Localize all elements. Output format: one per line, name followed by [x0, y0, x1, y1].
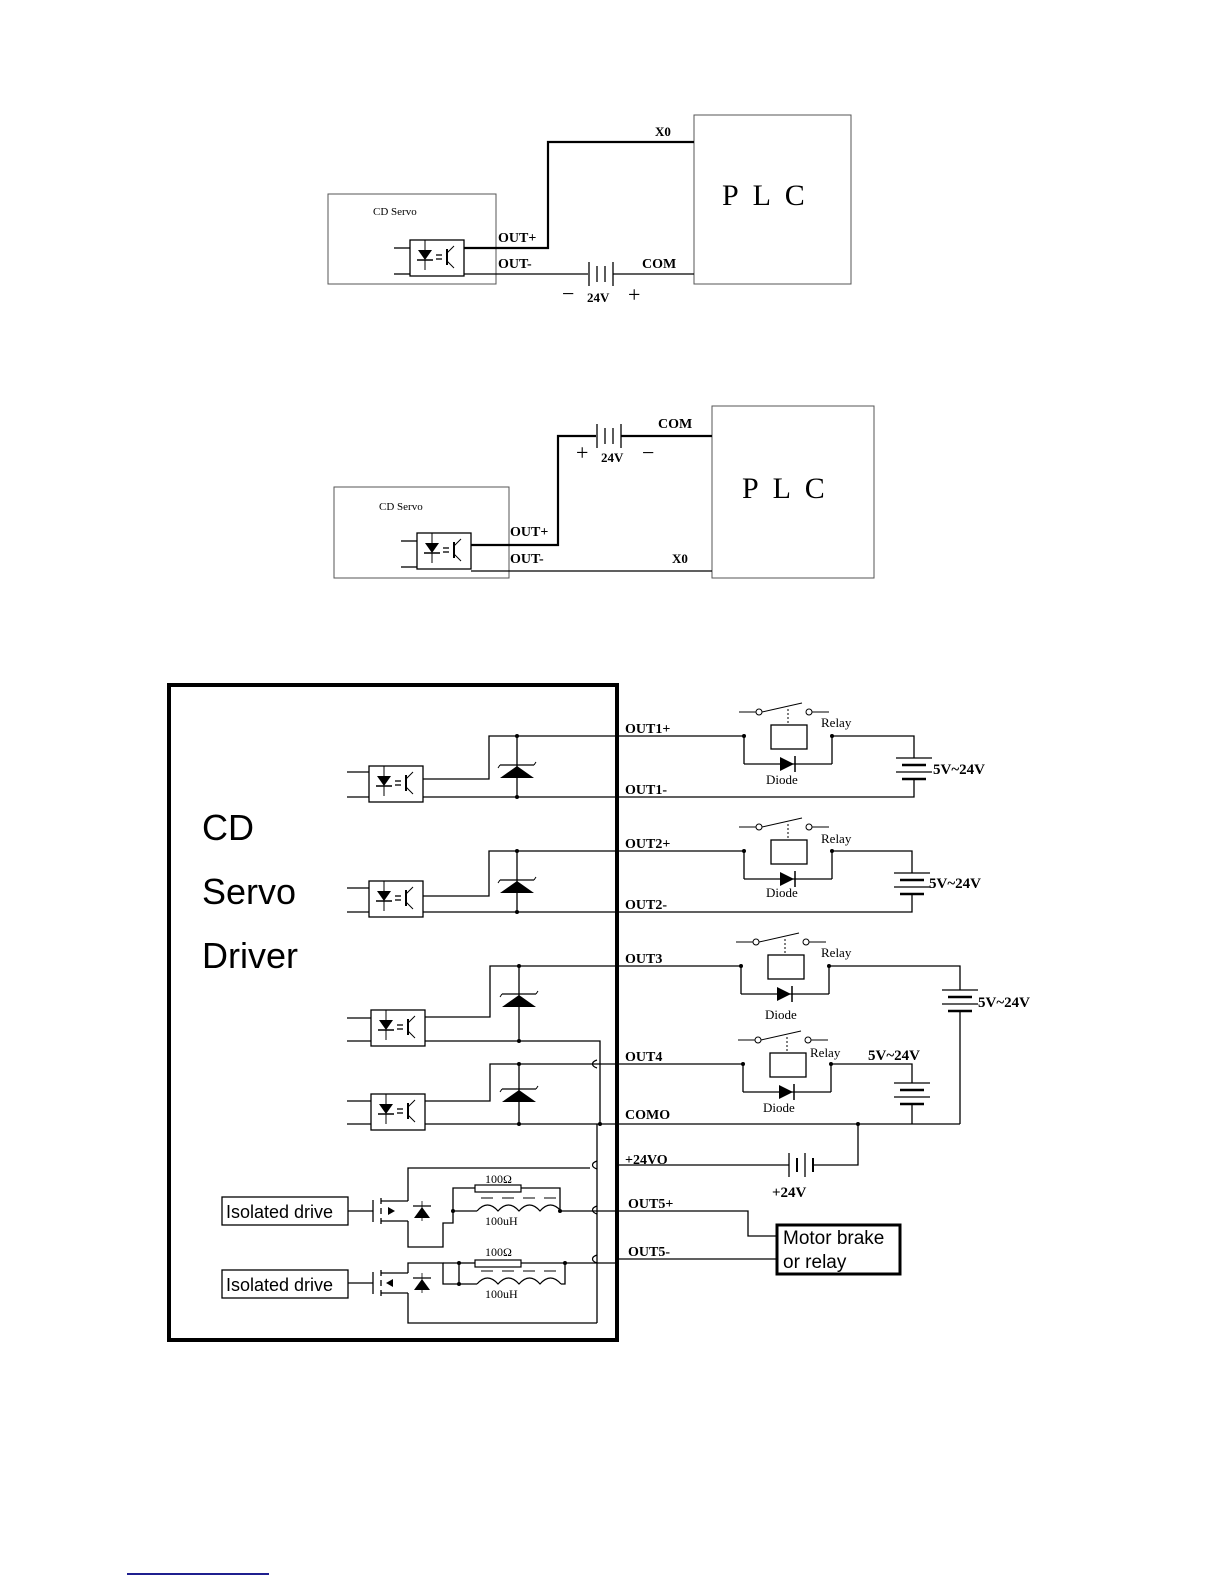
relay-label: Relay [821, 945, 852, 960]
plc-label: P L C [722, 179, 805, 212]
optocoupler-icon [409, 239, 465, 277]
relay-with-diode-icon [738, 702, 835, 773]
supply-voltage-label: 5V~24V [929, 876, 981, 892]
com-label: COM [658, 417, 692, 432]
x0-label: X0 [672, 551, 688, 566]
driver-title-line3: Driver [202, 935, 298, 976]
plc-box [711, 405, 875, 579]
channel-out5-minus: Isolated drive 100Ω 100uH [221, 1245, 617, 1324]
battery-plus-sign: + [628, 282, 640, 307]
out-minus-label: OUT- [498, 257, 532, 272]
plc-label: P L C [742, 472, 825, 505]
battery-icon [940, 988, 980, 1013]
diode-label: Diode [766, 885, 798, 900]
terminal-24vo: +24VO [625, 1153, 668, 1168]
channel-out3 [347, 964, 617, 1123]
relay-with-diode-icon [735, 932, 832, 1003]
resistor-icon [474, 1259, 522, 1268]
isolated-drive-box [221, 1196, 349, 1226]
diagram-pnp-sourcing: CD Servo P L C OUT+ OUT- X0 COM + 24V − [333, 405, 875, 579]
terminal-out3: OUT3 [625, 952, 662, 967]
diode-label: Diode [766, 772, 798, 787]
battery-icon [892, 871, 932, 896]
terminal-out1-plus: OUT1+ [625, 722, 670, 737]
out-plus-label: OUT+ [498, 231, 536, 246]
isolated-drive-label: Isolated drive [226, 1275, 333, 1295]
supply-voltage-label: 5V~24V [933, 762, 985, 778]
terminal-out4: OUT4 [625, 1050, 662, 1065]
inductor-icon [476, 1270, 562, 1285]
optocoupler-icon [370, 1093, 426, 1131]
inductor-icon [476, 1197, 562, 1212]
channel-out1 [347, 734, 617, 803]
motor-brake-label-line1: Motor brake [783, 1228, 884, 1249]
resistor-label: 100Ω [485, 1172, 512, 1186]
terminal-out2-plus: OUT2+ [625, 837, 670, 852]
motor-brake-box [775, 1223, 902, 1276]
isolated-drive-box [221, 1269, 349, 1299]
footer-link-underline[interactable] [127, 1573, 269, 1575]
channel-out5-plus: Isolated drive 100Ω 100uH [221, 1167, 617, 1248]
battery-icon [894, 756, 934, 781]
wire-out-plus-x0 [464, 140, 694, 250]
diagram-npn-sinking: CD Servo P L C OUT+ OUT- X0 COM − 24V + [327, 114, 852, 307]
optocoupler-icon [368, 880, 424, 918]
relay-with-diode-icon [738, 817, 835, 888]
servo-label: CD Servo [373, 206, 417, 218]
optocoupler-icon [416, 532, 472, 570]
battery-icon [892, 1081, 932, 1106]
relay-label: Relay [821, 831, 852, 846]
wire-out-plus-com [471, 434, 596, 547]
terminal-out5-plus: OUT5+ [628, 1197, 673, 1212]
battery-minus-sign: − [562, 281, 574, 306]
plc-box [693, 114, 852, 285]
x0-label: X0 [655, 124, 671, 139]
battery-voltage-label: 24V [587, 290, 610, 305]
out-minus-label: OUT- [510, 552, 544, 567]
terminal-out2-minus: OUT2- [625, 898, 667, 913]
inductor-label: 100uH [485, 1214, 518, 1228]
relay-label: Relay [810, 1045, 841, 1060]
supply-voltage-label: 5V~24V [978, 995, 1030, 1011]
servo-box [327, 193, 497, 285]
channel-out2 [347, 849, 617, 918]
battery-plus-sign: + [576, 440, 588, 465]
channel-out4 [347, 1062, 617, 1131]
inductor-label: 100uH [485, 1287, 518, 1301]
supply-24v-label: +24V [772, 1185, 807, 1201]
diode-label: Diode [763, 1100, 795, 1115]
driver-title-line2: Servo [202, 871, 296, 912]
terminal-como: COMO [625, 1108, 670, 1123]
battery-24v-icon [788, 1152, 814, 1178]
supply-voltage-label: 5V~24V [868, 1048, 920, 1064]
battery-minus-sign: − [642, 440, 654, 465]
isolated-drive-label: Isolated drive [226, 1202, 333, 1222]
diagram-driver-outputs: CD Servo Driver [167, 683, 1030, 1342]
driver-title-line1: CD [202, 807, 254, 848]
diode-label: Diode [765, 1007, 797, 1022]
battery-voltage-label: 24V [601, 450, 624, 465]
zener-diode-icon [497, 876, 537, 894]
zener-diode-icon [499, 990, 539, 1008]
optocoupler-icon [368, 765, 424, 803]
terminal-out1-minus: OUT1- [625, 783, 667, 798]
motor-brake-label-line2: or relay [783, 1252, 847, 1273]
zener-diode-icon [499, 1085, 539, 1103]
driver-box [167, 683, 619, 1342]
optocoupler-icon [370, 1009, 426, 1047]
out-plus-label: OUT+ [510, 525, 548, 540]
servo-label: CD Servo [379, 501, 423, 513]
relay-with-diode-icon [737, 1030, 834, 1101]
zener-diode-icon [497, 761, 537, 779]
relay-label: Relay [821, 715, 852, 730]
terminal-out5-minus: OUT5- [628, 1245, 670, 1260]
resistor-label: 100Ω [485, 1245, 512, 1259]
servo-box [333, 486, 510, 579]
com-label: COM [642, 257, 676, 272]
resistor-icon [474, 1184, 522, 1193]
